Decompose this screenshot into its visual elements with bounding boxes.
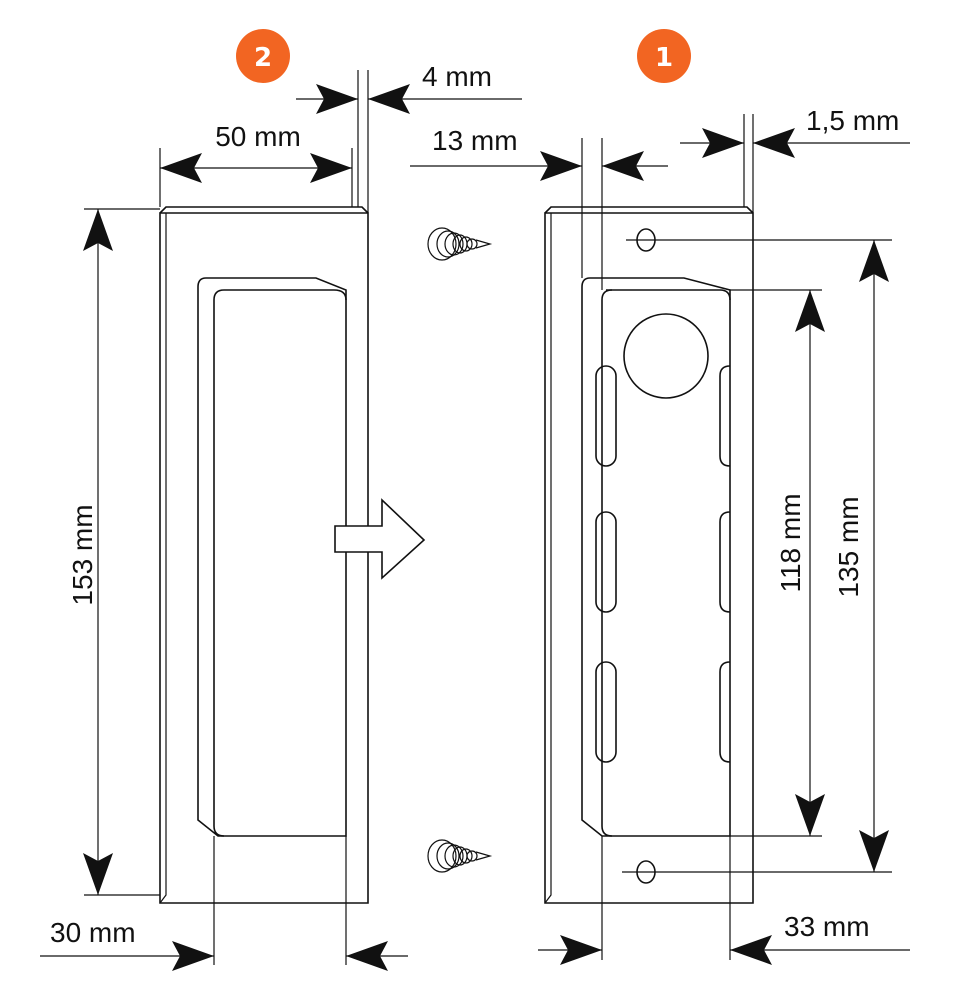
dimension-153mm: 153 mm [67, 208, 160, 896]
screw-icon [427, 227, 493, 261]
dim-50mm-label: 50 mm [215, 121, 301, 152]
dim-153mm-label: 153 mm [67, 504, 98, 605]
dim-33mm-label: 33 mm [784, 911, 870, 942]
dim-13mm-label: 13 mm [432, 125, 518, 156]
badge-2: 2 [236, 29, 290, 83]
dimension-135mm: 135 mm [622, 239, 892, 873]
screw-icon [427, 839, 493, 873]
dim-135mm-label: 135 mm [833, 496, 864, 597]
dimension-13mm: 13 mm [410, 125, 668, 290]
dimension-33mm: 33 mm [538, 836, 910, 965]
dimension-1-5mm: 1,5 mm [680, 105, 910, 213]
dim-4mm-label: 4 mm [422, 61, 492, 92]
badge-1: 1 [637, 29, 691, 83]
arrow-right-icon [334, 498, 426, 580]
dim-1-5mm-label: 1,5 mm [806, 105, 899, 136]
badge-1-label: 1 [655, 43, 673, 73]
badge-2-label: 2 [254, 43, 272, 73]
handle-part-1 [544, 206, 754, 904]
dim-118mm-label: 118 mm [775, 493, 806, 592]
dimension-30mm: 30 mm [40, 836, 408, 971]
handle-part-2 [159, 206, 369, 904]
dimension-50mm: 50 mm [159, 121, 353, 207]
dimension-118mm: 118 mm [730, 289, 825, 837]
dim-30mm-label: 30 mm [50, 917, 136, 948]
dimension-4mm: 4 mm [296, 61, 522, 213]
